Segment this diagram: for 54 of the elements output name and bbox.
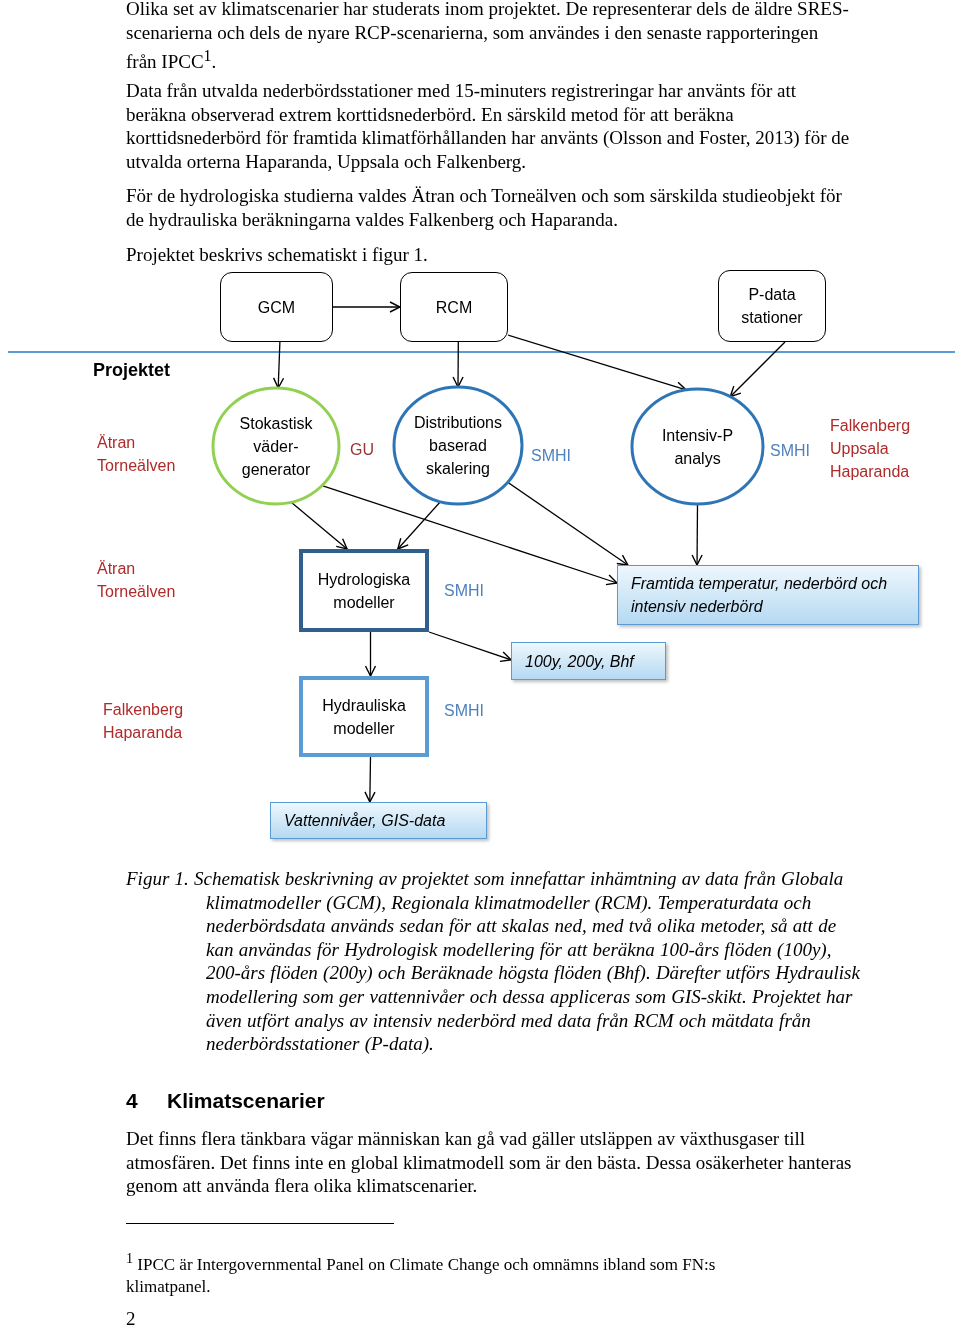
paragraph: Data från utvalda nederbördsstationer med 15-minuters registreringar har använts för att beräkna observerad extrem korttidsnederbörd. En särskild metod för att beräkna korttidsnederbörd för framtida klimatförhållanden har använts (Olsson and Foster, 2013) för de utvalda orterna Haparanda, Uppsala och Falkenberg. bbox=[126, 79, 851, 174]
output-box bbox=[617, 565, 919, 625]
output-box bbox=[511, 642, 666, 680]
rounded-box bbox=[220, 272, 333, 342]
paragraph: För de hydrologiska studierna valdes Ätran och Torneälven och som särskilda studieobjekt för de hydrauliska beräkningarna valdes Falkenberg och Haparanda. bbox=[126, 184, 843, 232]
node-label: Hydrologiska modeller bbox=[316, 569, 412, 613]
process-circle bbox=[211, 386, 341, 506]
node-label: P-data stationer bbox=[740, 285, 804, 328]
process-box bbox=[299, 676, 429, 757]
node-label: Hydrauliska modeller bbox=[321, 695, 407, 739]
node-label: Distributions baserad skalering bbox=[413, 413, 503, 479]
node-label: Framtida temperatur, nederbörd och intensiv nederbörd bbox=[631, 574, 889, 617]
arrow bbox=[332, 301, 401, 313]
paragraph: Det finns flera tänkbara vägar människan kan gå vad gäller utsläppen av växthusgaser till atmosfären. Det finns inte en global klimatmodell som är den bästa. Dessa osäkerheter hanteras genom att använda flera olika klimatscenarier. bbox=[126, 1127, 853, 1198]
node-label: Stokastisk väder-generator bbox=[238, 413, 314, 480]
location-label: Ätran Torneälven bbox=[97, 433, 176, 476]
node-label: Vattennivåer, GIS-data bbox=[284, 811, 447, 831]
arrow bbox=[364, 756, 376, 803]
paragraph: Olika set av klimatscenarier har studerats inom projektet. De representerar dels de äldre SRES-scenarierna och dels de nyare RCP-scenarierna, som användes i den senaste rapporteringen från IPCC$^{1}$. bbox=[126, 0, 850, 75]
footnote: $^{1}$ IPCC är Intergovernmental Panel on Climate Change och omnämns ibland som FN:s klimatpanel. bbox=[126, 1249, 717, 1298]
section-number: 4 bbox=[126, 1089, 138, 1113]
node-label: RCM bbox=[434, 297, 474, 318]
organization-label: GU bbox=[350, 441, 374, 459]
arrow bbox=[397, 501, 441, 550]
process-circle bbox=[392, 385, 524, 506]
arrow bbox=[321, 484, 618, 586]
figure-caption: Figur 1. Schematisk beskrivning av projektet som innefattar inhämtning av data från Globala klimatmodeller (GCM), Regionala klimatmodeller (RCM). Temperaturdata och nederbördsdata används sedan för att skalas ned, med två olika metoder, så att de kan användas för Hydrologisk modellering för att beräkna 100-års flöden (100y), 200-års flöden (200y) och Beräknade högsta flöden (Bhf). Därefter utförs Hydraulisk modellering som ger vattennivåer och dessa appliceras som GIS-skikt. Projektet har även utfört analys av intensiv nederbörd med data från RCM och mätdata från nederbördsstationer (P-data). bbox=[126, 867, 861, 1056]
arrow bbox=[428, 631, 512, 663]
section-label: Projektet bbox=[93, 360, 171, 381]
location-label: Falkenberg Haparanda bbox=[103, 700, 184, 743]
process-box bbox=[299, 549, 429, 632]
arrow bbox=[691, 503, 703, 566]
location-label: Falkenberg Uppsala Haparanda bbox=[830, 416, 911, 482]
arrow bbox=[272, 341, 285, 389]
arrow bbox=[507, 481, 629, 566]
paragraph: Projektet beskrivs schematiskt i figur 1. bbox=[126, 243, 429, 267]
section-heading: Klimatscenarier bbox=[167, 1089, 325, 1113]
node-label: GCM bbox=[256, 297, 297, 318]
organization-label: SMHI bbox=[770, 442, 810, 460]
process-circle bbox=[630, 387, 765, 506]
arrow bbox=[452, 341, 464, 388]
output-box bbox=[270, 802, 487, 839]
arrow bbox=[364, 631, 377, 677]
rounded-box bbox=[400, 272, 508, 342]
arrow bbox=[729, 341, 786, 398]
organization-label: SMHI bbox=[444, 582, 484, 600]
organization-label: SMHI bbox=[444, 702, 484, 720]
arrow bbox=[290, 501, 348, 550]
node-label: Intensiv-P analys bbox=[660, 425, 735, 469]
rounded-box bbox=[718, 270, 826, 342]
node-label: 100y, 200y, Bhf bbox=[525, 651, 636, 672]
location-label: Ätran Torneälven bbox=[97, 559, 176, 602]
page-number: 2 bbox=[126, 1307, 136, 1331]
organization-label: SMHI bbox=[531, 447, 571, 465]
